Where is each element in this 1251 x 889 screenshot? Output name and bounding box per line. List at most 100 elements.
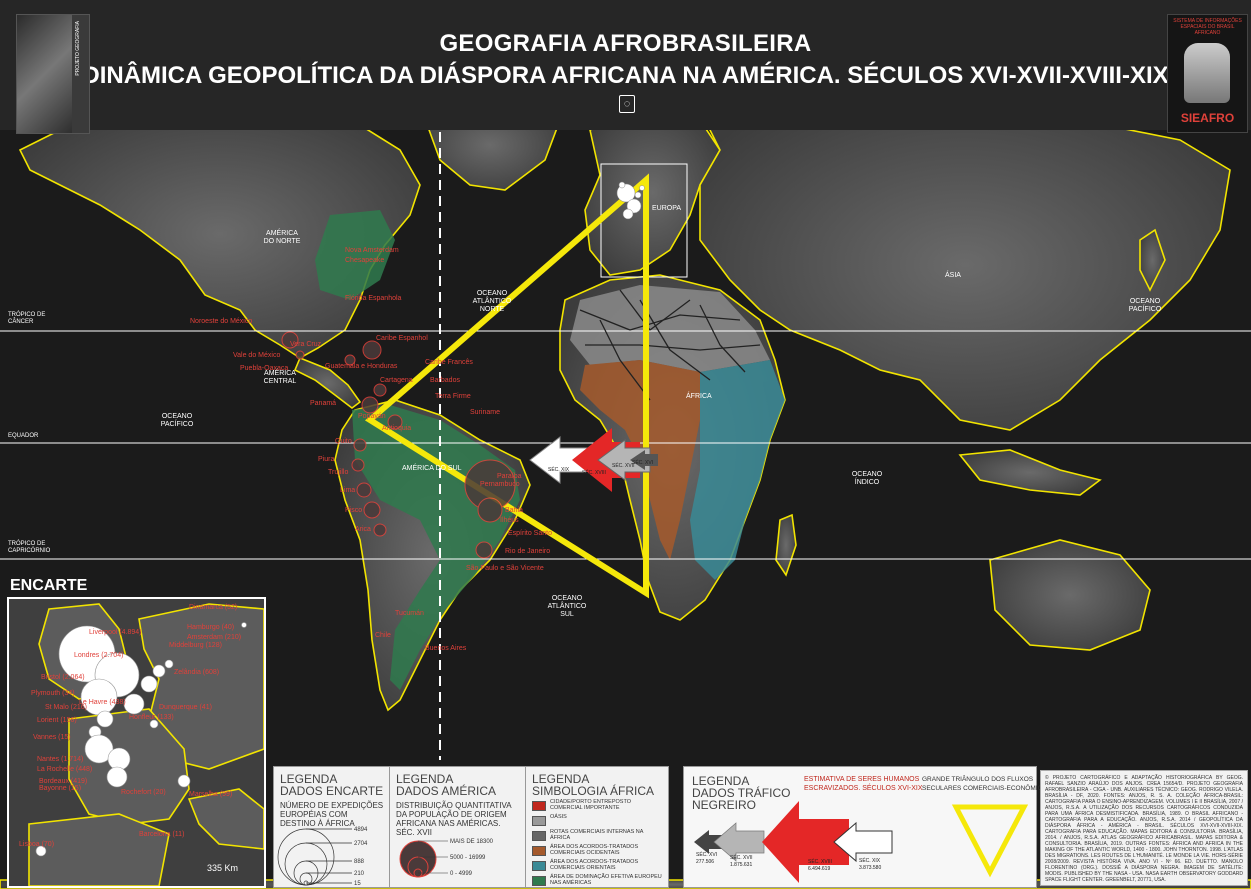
map-place-label: Chesapeake [345, 257, 384, 264]
encarte-place-label: La Rochelle (448) [37, 766, 92, 773]
legend-america-subtitle: DISTRIBUIÇÃO QUANTITATIVA DA POPULAÇÃO D… [396, 801, 512, 837]
legend-africa-item: ÁREA DOS ACORDOS-TRATADOS COMERCIAIS ORI… [532, 859, 666, 873]
europe-bubbles [616, 181, 645, 220]
encarte-place-label: Honfleur (133) [129, 714, 174, 721]
central-america-land [293, 356, 362, 410]
map-place-label: Noroeste do México [190, 318, 252, 325]
africa-trade-routes [579, 289, 761, 401]
encarte-place-label: Middelburg (128) [169, 642, 222, 649]
map-place-label: Nova Amsterdam [345, 247, 399, 254]
legend-trafico-title: LEGENDA DADOS TRÁFICO NEGREIRO [692, 774, 791, 812]
page-title: GEOGRAFIA AFROBRASILEIRA [439, 30, 812, 57]
encarte-inset: Liverpool (4.894) Londres (2.704) Bristol … [7, 597, 266, 888]
encarte-title: ENCARTE [10, 577, 88, 594]
americas-eastern-area [315, 210, 395, 300]
legend-encarte-value: 2704 [354, 841, 368, 847]
legend-arrow-label: SÉC. XVII [730, 854, 753, 861]
encarte-place-label: Hamburgo (40) [187, 624, 234, 631]
encarte-place-label: Londres (2.704) [74, 652, 123, 659]
legend-swatch-icon [532, 831, 546, 841]
japan-land [1139, 228, 1166, 292]
north-africa-area [570, 285, 770, 372]
legend-arrow-xvi [694, 830, 724, 854]
map-place-label: Vale do México [233, 352, 280, 359]
map-place-label: Piura [318, 456, 334, 463]
legend-america-title: LEGENDA DADOS AMÉRICA [396, 772, 497, 798]
encarte-scale: 335 Km [207, 863, 238, 873]
encarte-place-label: Liverpool (4.894) [89, 629, 142, 636]
map-place-label: Trujillo [328, 469, 348, 476]
map-place-label: Popayán [358, 413, 386, 420]
legend-encarte-value: 210 [354, 871, 365, 877]
header-bar [0, 0, 1251, 130]
legend-arrow-label: SÉC. XVIII [808, 858, 832, 865]
mask-sculpture-icon [1184, 43, 1230, 103]
map-place-label: Puebla-Oaxaca [240, 365, 288, 372]
legend-swatch-icon [532, 861, 546, 871]
east-africa-area [690, 360, 785, 580]
encarte-place-label: Marselha (99) [189, 791, 232, 798]
project-logo-caption: PROJETO GEOGRAFIA [75, 21, 81, 76]
map-place-label: Terra Firme [435, 393, 471, 400]
map-place-label: Pernambuco [480, 481, 520, 488]
encarte-place-label: Bayonne (15) [39, 785, 81, 792]
equator-label: EQUADOR [8, 433, 39, 439]
encarte-place-label: Plymouth (34) [31, 690, 75, 697]
hands-image-icon [17, 15, 72, 133]
legend-triangle-label: GRANDE TRIÂNGULO DOS FLUXOS SECULARES CO… [922, 776, 1052, 792]
legend-africa-items: CIDADE/PORTO ENTREPOSTO COMERCIAL IMPORT… [532, 799, 666, 889]
legend-encarte-value: 4894 [354, 827, 368, 833]
legend-africa-item-label: CIDADE/PORTO ENTREPOSTO COMERCIAL IMPORT… [550, 799, 631, 811]
legend-swatch-icon [532, 876, 546, 886]
legend-africa-item-label: OÁSIS [550, 814, 567, 820]
map-place-label: Bahia [505, 507, 523, 514]
arrow-label: SÉC. XVI [632, 459, 653, 466]
legend-swatch-icon [532, 801, 546, 811]
encarte-place-label: Barcelona (11) [139, 831, 184, 838]
map-place-label: Guatemala e Honduras [325, 363, 398, 370]
encarte-place-label: Bristol (2.064) [41, 674, 85, 681]
legend-encarte-title: LEGENDA DADOS ENCARTE [280, 772, 384, 798]
map-place-label: Vera Cruz [290, 341, 322, 348]
legend-arrow-value: 3.873.580 [859, 865, 881, 871]
encarte-place-label: Lisboa (70) [19, 841, 54, 848]
legend-encarte: LEGENDA DADOS ENCARTE NÚMERO DE EXPEDIÇÕ… [273, 766, 390, 888]
legend-america-value: 5000 - 16999 [450, 855, 486, 861]
legend-africa-item: ROTAS COMERCIAIS INTERNAS NA ÁFRICA [532, 829, 666, 843]
america-bubbles [281, 331, 516, 559]
legend-encarte-subtitle: NÚMERO DE EXPEDIÇÕES EUROPÉIAS COM DESTI… [280, 801, 384, 828]
legend-arrow-value: 6.494.619 [808, 866, 830, 872]
map-place-label: São Paulo e São Vicente [466, 565, 544, 572]
century-arrows [529, 428, 658, 492]
credits-text: © PROJETO CARTOGRÁFICO E ADAPTAÇÃO HISTO… [1040, 770, 1248, 886]
compass-icon: ◌ [619, 95, 635, 113]
encarte-place-label: Nantes (1.714) [37, 756, 83, 763]
region-europe: EUROPA [652, 205, 681, 212]
map-place-label: Quito [335, 438, 352, 445]
legend-trafico-subtitle: ESTIMATIVA DE SERES HUMANOS ESCRAVIZADOS… [804, 776, 923, 792]
trade-triangle [364, 173, 649, 599]
arrow-label: SÉC. XVIII [582, 469, 606, 476]
legend-africa-item-label: ROTAS COMERCIAIS INTERNAS NA ÁFRICA [550, 829, 644, 841]
australia-land [989, 539, 1151, 651]
legend-africa-item-label: ÁREA DE DOMINAÇÃO EFETIVA EUROPEU NAS AM… [550, 874, 662, 886]
region-africa: ÁFRICA [686, 391, 712, 400]
legend-africa-item: ÁREA DE DOMINAÇÃO EFETIVA EUROPEU NAS AM… [532, 874, 666, 888]
legend-africa-item: OÁSIS [532, 814, 666, 828]
map-place-label: Arica [355, 526, 371, 533]
map-place-label: Panamá [310, 400, 336, 407]
legend-encarte-value: 15 [354, 881, 361, 887]
encarte-place-label: Dinamarca (52) [189, 604, 237, 611]
map-place-label: Buenos Aires [425, 645, 467, 652]
legend-africa: LEGENDA SIMBOLOGIA ÁFRICA CIDADE/PORTO E… [525, 766, 669, 888]
legend-arrow-xviii [762, 801, 849, 883]
encarte-place-label: Vannes (15) [33, 734, 71, 741]
